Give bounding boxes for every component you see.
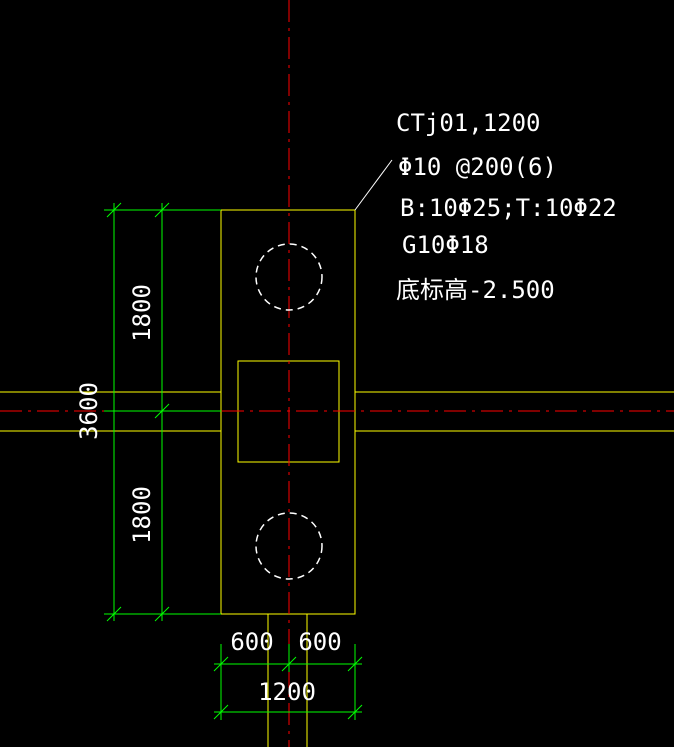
pile-lower	[255, 512, 323, 580]
annotation-bottom-elevation: 底标高-2.500	[396, 276, 555, 304]
annotation-pile-cap-label: CTj01,1200	[396, 109, 541, 137]
beam-left	[0, 391, 221, 432]
annotation-side-rebar: G10Φ18	[402, 231, 489, 259]
dimension-text-1200: 1200	[258, 678, 316, 706]
annotation-stirrup: Φ10 @200(6)	[398, 153, 557, 181]
annotation-main-rebar: B:10Φ25;T:10Φ22	[400, 194, 617, 222]
dimension-text-600-right: 600	[298, 628, 341, 656]
dimension-text-1800-lower: 1800	[128, 486, 156, 544]
pile-cap-outline	[220, 209, 356, 615]
annotation-leader-line	[354, 159, 393, 211]
beam-bottom	[267, 614, 308, 747]
vertical-dimension-lines	[104, 202, 221, 622]
dimension-text-600-left: 600	[230, 628, 273, 656]
dimension-text-1800-upper: 1800	[128, 284, 156, 342]
pile-upper	[255, 243, 323, 311]
horizontal-dimension-lines	[213, 644, 363, 720]
beam-right	[355, 391, 674, 432]
dimension-text-3600: 3600	[75, 382, 103, 440]
